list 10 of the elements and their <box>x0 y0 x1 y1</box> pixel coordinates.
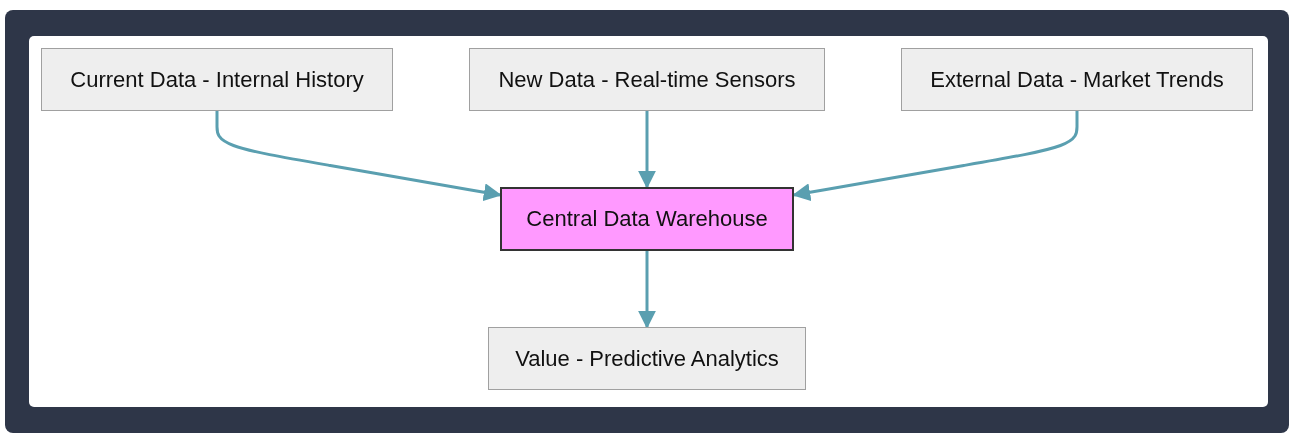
node-label: New Data - Real-time Sensors <box>498 66 796 93</box>
process-box <box>901 48 1253 111</box>
node-label: Current Data - Internal History <box>70 66 364 93</box>
process-box <box>488 327 806 390</box>
node-label: External Data - Market Trends <box>930 66 1224 93</box>
process-box <box>469 48 825 111</box>
hub-box <box>500 187 794 251</box>
node-label: Central Data Warehouse <box>526 206 768 232</box>
process-box <box>41 48 393 111</box>
node-label: Value - Predictive Analytics <box>515 345 779 372</box>
